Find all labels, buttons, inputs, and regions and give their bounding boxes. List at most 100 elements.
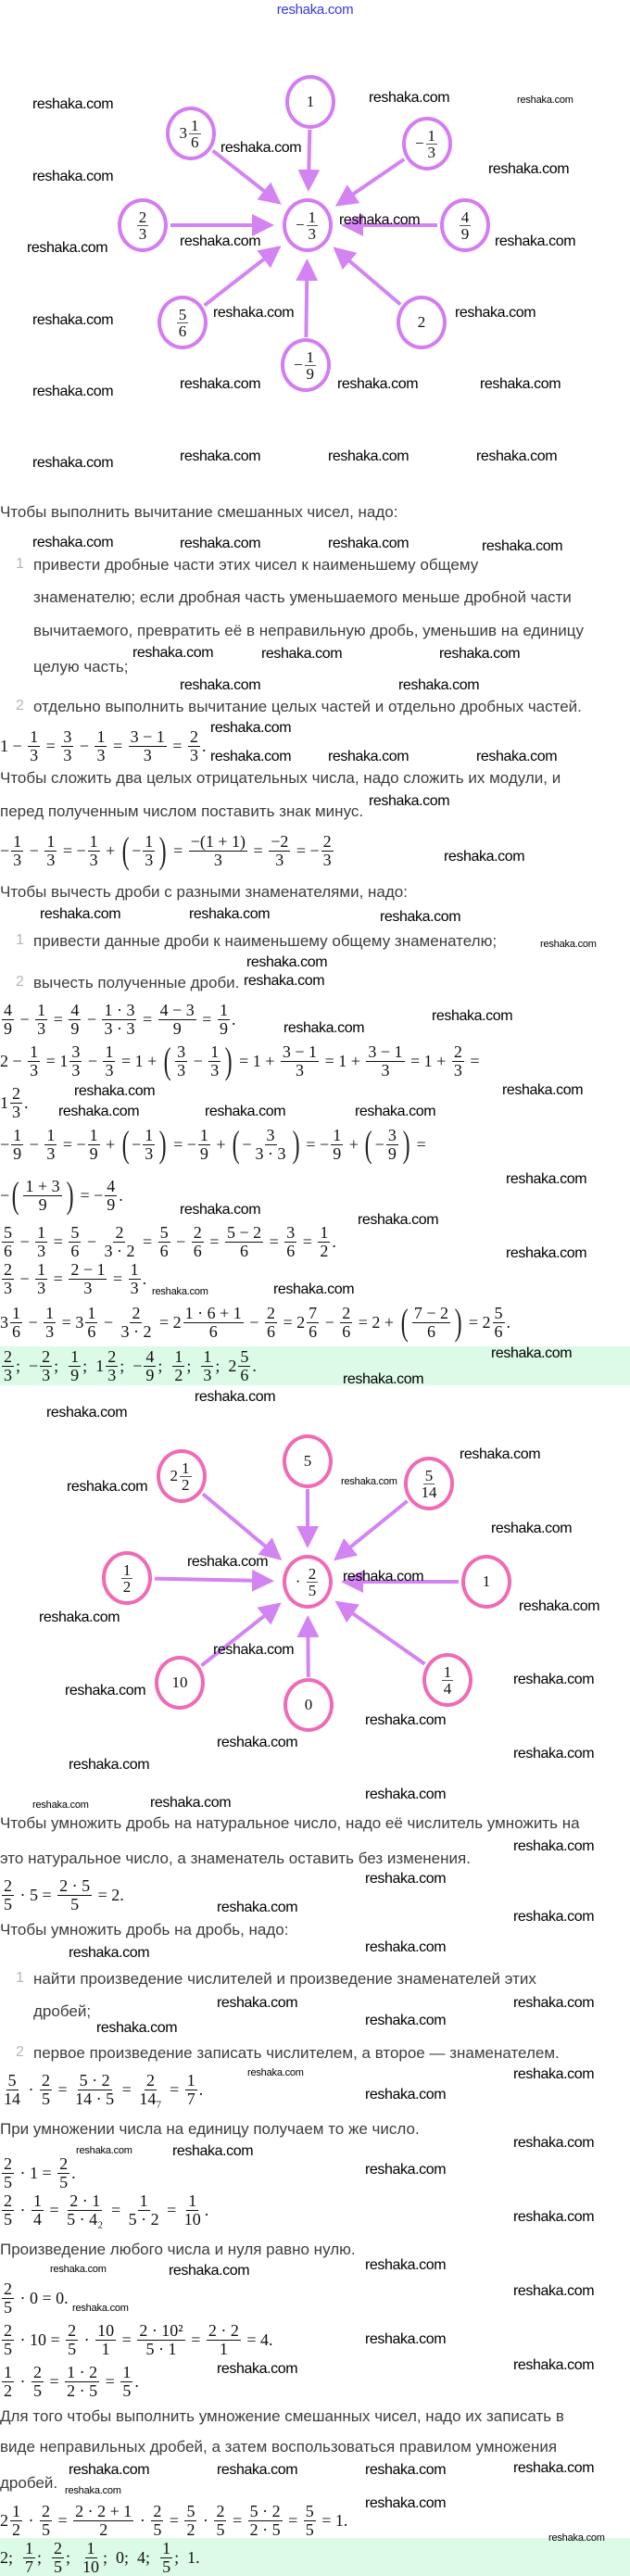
numerator: 2 xyxy=(191,1222,204,1243)
math-text: = xyxy=(168,736,186,755)
numerator: 1 xyxy=(172,1346,185,1367)
whole-part: 3 xyxy=(179,124,188,142)
denominator: 6 xyxy=(193,1241,202,1260)
numerator: 1 xyxy=(103,1042,116,1062)
whole-part: 1 xyxy=(95,1356,105,1375)
math-text: = xyxy=(186,2330,205,2349)
denominator: 9 xyxy=(107,1194,116,1214)
math-text: = xyxy=(162,2200,181,2219)
numerator: 2 xyxy=(40,2501,52,2521)
numerator: 1 xyxy=(2,2362,14,2382)
list-number: 1 xyxy=(16,556,24,572)
math-text: · 0 = 0. xyxy=(16,2288,69,2307)
math-text: = xyxy=(138,1231,157,1251)
math-text: − xyxy=(0,1134,10,1154)
denominator: 3 xyxy=(177,1060,186,1080)
denominator: 5 xyxy=(68,2339,77,2358)
numerator: 2 xyxy=(136,208,149,226)
denominator: 6 xyxy=(286,1241,296,1260)
numerator: 1 xyxy=(87,1125,100,1145)
numerator: 1 xyxy=(44,1125,57,1145)
watermark: reshaka.com xyxy=(365,1712,447,1728)
math-text: − xyxy=(0,840,10,860)
whole-part: 3 xyxy=(0,1312,8,1332)
watermark: reshaka.com xyxy=(513,1672,595,1687)
site-header-link[interactable]: reshaka.com xyxy=(276,2,354,18)
math-text: = xyxy=(57,1312,76,1332)
denominator: 2 xyxy=(174,1365,183,1384)
denominator: 6 xyxy=(4,1241,12,1260)
math-text: = xyxy=(138,1009,157,1029)
denominator: 3 xyxy=(37,1278,46,1297)
numerator: 2 xyxy=(52,2538,65,2558)
whole-part: 2 xyxy=(0,2510,8,2530)
watermark: reshaka.com xyxy=(169,2263,250,2279)
denominator: 5 xyxy=(70,1894,80,1913)
math-text: = xyxy=(298,1231,317,1251)
math-text: = xyxy=(155,1312,173,1332)
denominator: 9 xyxy=(13,1143,22,1163)
denominator: 3 xyxy=(42,1365,51,1384)
watermark: reshaka.com xyxy=(132,645,214,661)
left-paren: ( xyxy=(121,829,130,871)
watermark: reshaka.com xyxy=(32,96,114,112)
watermark: reshaka.com xyxy=(180,677,261,693)
watermark: reshaka.com xyxy=(355,1104,436,1119)
denominator: 9 xyxy=(89,1143,98,1163)
denominator: 5 xyxy=(33,2380,42,2400)
watermark: reshaka.com xyxy=(205,1104,286,1119)
denominator: 9 xyxy=(333,1143,342,1163)
math-text: − xyxy=(132,840,142,860)
denominator: 9 xyxy=(387,1143,397,1163)
watermark: reshaka.com xyxy=(195,1389,276,1405)
denominator: 3 xyxy=(83,1278,93,1297)
denominator: 5 · 1 xyxy=(145,2339,177,2358)
watermark: reshaka.com xyxy=(365,1787,447,1802)
math-text: = xyxy=(54,2079,72,2099)
math-text: − xyxy=(82,1009,101,1029)
math-text: = 1 + xyxy=(117,1051,161,1070)
watermark: reshaka.com xyxy=(339,212,421,228)
watermark: reshaka.com xyxy=(189,906,271,922)
math-text: − xyxy=(16,1231,34,1251)
text: Чтобы сложить два целых отрицательных чи… xyxy=(0,769,561,787)
denominator: 4 xyxy=(443,1679,452,1698)
numerator: 4 xyxy=(144,1346,157,1367)
denominator: 6 xyxy=(191,133,199,151)
watermark: reshaka.com xyxy=(365,2013,447,2028)
math-text: = 1 + xyxy=(234,1051,279,1070)
denominator: 6 xyxy=(70,1241,80,1260)
numerator: 2 xyxy=(2,2191,14,2211)
numerator: 1 xyxy=(84,2538,97,2558)
numerator: −2 xyxy=(269,831,291,852)
math-text: 2 xyxy=(417,313,426,331)
text: перед полученным числом поставить знак м… xyxy=(0,802,364,820)
math-text: − xyxy=(25,840,44,860)
math-text: 2; xyxy=(0,2547,22,2567)
denominator: 5 xyxy=(4,2339,12,2358)
watermark: reshaka.com xyxy=(540,939,597,950)
watermark: reshaka.com xyxy=(517,95,573,106)
